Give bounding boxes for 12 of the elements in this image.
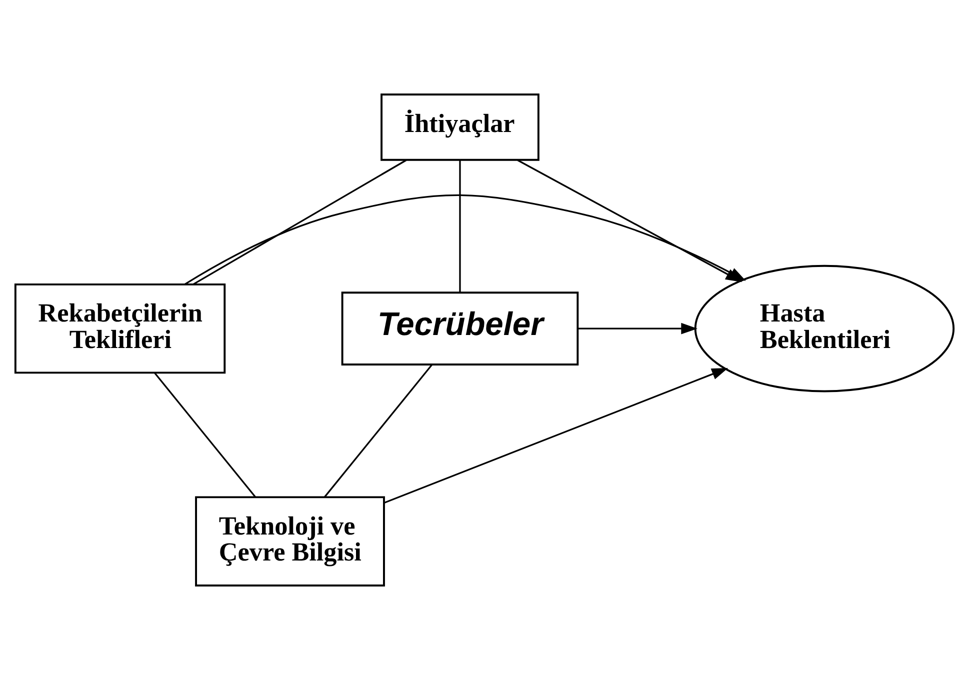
node-ellipse: Hasta Beklentileri bbox=[694, 264, 955, 392]
connector bbox=[154, 372, 256, 497]
connector bbox=[192, 159, 407, 284]
connector bbox=[324, 364, 433, 498]
arrow bbox=[384, 367, 728, 504]
node-box: Rekabetçilerin Teklifleri bbox=[14, 282, 226, 374]
node-box: İhtiyaçlar bbox=[380, 93, 540, 160]
connector bbox=[459, 160, 461, 292]
node-box: Tecrübeler bbox=[341, 291, 579, 365]
arrow bbox=[184, 194, 746, 284]
node-box: Teknoloji ve Çevre Bilgisi bbox=[195, 496, 385, 586]
arrow bbox=[578, 322, 698, 334]
